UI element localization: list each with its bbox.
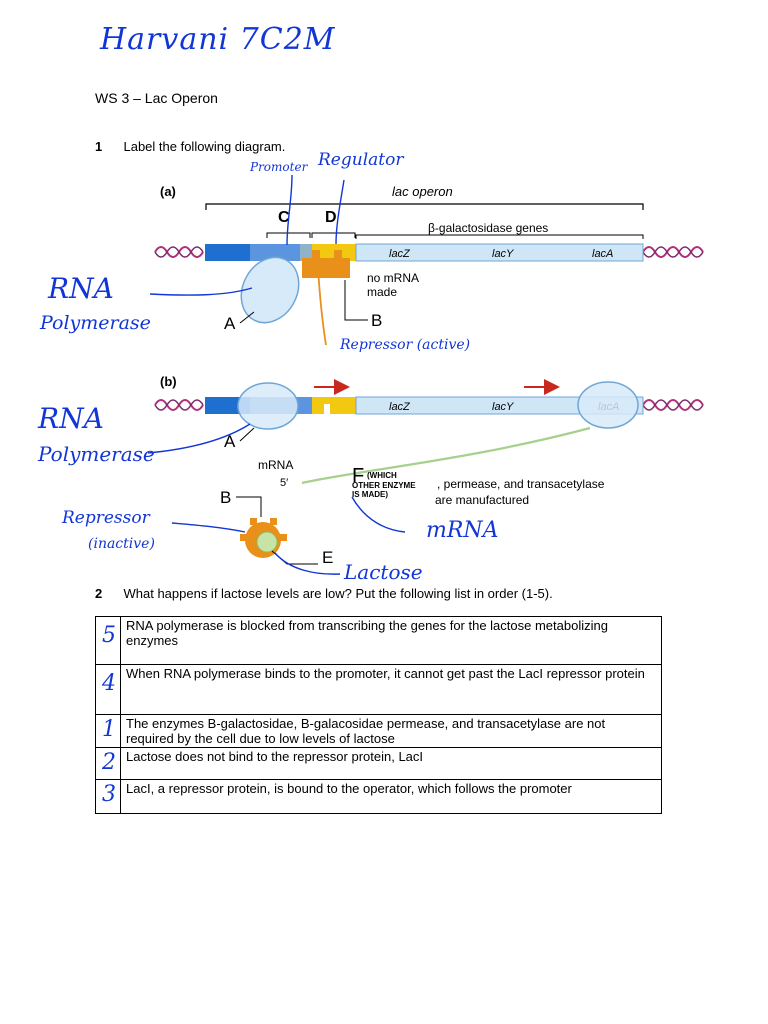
regulator-pointer-line [335, 179, 345, 245]
lacA-label-a: lacA [592, 248, 613, 260]
label-c: C [278, 209, 290, 226]
handwritten-rna-pol-b-line2: Polymerase [38, 442, 155, 466]
handwritten-mrna: mRNA [426, 518, 499, 543]
student-name: Harvani 7C2M [100, 22, 336, 57]
rna-polymerase-b-end [577, 381, 639, 429]
question-2-text: What happens if lactose levels are low? … [123, 586, 553, 601]
no-mrna-line1: no mRNA [367, 271, 419, 285]
operator-region-b [312, 397, 356, 414]
mrna-strand [301, 426, 591, 485]
handwritten-repressor-inactive-line2: (inactive) [88, 536, 155, 552]
order-cell[interactable]: 2 [95, 747, 121, 780]
table-row: 1 The enzymes B-galactosidae, B-galacosi… [95, 714, 662, 748]
rna-polymerase-b-start [237, 382, 299, 430]
lac-operon-bracket [205, 203, 644, 210]
repressor-inactive-pointer-line [171, 522, 246, 533]
rna-polymerase-a [240, 256, 300, 324]
label-b-panel-a: B [371, 311, 382, 330]
handwritten-repressor-inactive-line1: Repressor [62, 508, 150, 528]
order-number: 3 [102, 782, 116, 807]
handwritten-promoter: Promoter [250, 160, 308, 174]
order-number: 1 [102, 717, 116, 742]
label-b-panel-b: B [220, 488, 231, 507]
label-d: D [325, 209, 337, 226]
manufactured-line2: are manufactured [435, 493, 529, 507]
order-cell[interactable]: 1 [95, 714, 121, 748]
promoter-pointer-line [286, 174, 293, 246]
lacY-label-b: lacY [492, 401, 514, 413]
lacY-label-a: lacY [492, 248, 514, 260]
panel-a-label: (a) [160, 184, 176, 199]
dna-helix-right-a [642, 246, 704, 258]
statement-cell: The enzymes B-galactosidae, B-galacosida… [120, 714, 662, 748]
mrna-pointer-line [351, 496, 406, 533]
label-f: F [352, 465, 364, 487]
table-row: 2 Lactose does not bind to the repressor… [95, 747, 662, 780]
lacZ-label-b: lacZ [389, 401, 411, 413]
statement-cell: LacI, a repressor protein, is bound to t… [120, 779, 662, 814]
handwritten-rna-pol-b-line1: RNA [38, 402, 104, 435]
operator-bracket [311, 232, 356, 238]
order-cell[interactable]: 5 [95, 616, 121, 665]
order-number: 2 [102, 750, 116, 775]
f-note-line1: (WHICH [367, 471, 397, 480]
mrna-label: mRNA [258, 458, 293, 472]
ordering-table: 5 RNA polymerase is blocked from transcr… [95, 616, 662, 814]
genes-region-a [355, 243, 644, 262]
genes-region-b [355, 396, 644, 415]
rna-pol-a-pointer-line [149, 287, 253, 296]
handwritten-rna-pol-a-line1: RNA [48, 272, 114, 305]
statement-cell: Lactose does not bind to the repressor p… [120, 747, 662, 780]
question-2: 2 What happens if lactose levels are low… [95, 586, 553, 601]
label-e: E [322, 548, 333, 567]
label-a-panel-a: A [224, 314, 236, 333]
question-2-number: 2 [95, 586, 103, 601]
genes-bracket [355, 234, 644, 239]
f-note-line3: IS MADE) [352, 490, 388, 499]
label-a-panel-b: A [224, 432, 236, 451]
statement-cell: When RNA polymerase binds to the promote… [120, 664, 662, 715]
question-1: 1 Label the following diagram. [95, 139, 285, 154]
handwritten-rna-pol-a-line2: Polymerase [40, 312, 151, 334]
f-note-line2: OTHER ENZYME [352, 481, 416, 490]
no-mrna-line2: made [367, 285, 397, 299]
handwritten-regulator: Regulator [318, 150, 404, 170]
lactose-pointer-line [274, 552, 341, 575]
regulatory-region-a [205, 244, 250, 261]
active-repressor-shape [302, 250, 350, 278]
question-1-text: Label the following diagram. [123, 139, 286, 154]
worksheet-title: WS 3 – Lac Operon [95, 90, 218, 106]
beta-gal-genes-label: β-galactosidase genes [428, 221, 548, 235]
dna-helix-right-b [642, 399, 704, 411]
rna-pol-b-pointer-line [147, 423, 251, 454]
table-row: 5 RNA polymerase is blocked from transcr… [95, 616, 662, 665]
lac-operon-label: lac operon [392, 184, 453, 199]
panel-b-label: (b) [160, 374, 177, 389]
repressor-active-pointer-line [317, 267, 327, 346]
manufactured-line1: , permease, and transacetylase [437, 477, 605, 491]
table-row: 4 When RNA polymerase binds to the promo… [95, 664, 662, 715]
lactose-molecule [256, 531, 278, 553]
promoter-region-a [250, 244, 300, 261]
question-1-number: 1 [95, 139, 103, 154]
order-number: 4 [102, 671, 116, 696]
statement-cell: RNA polymerase is blocked from transcrib… [120, 616, 662, 665]
lac-operon-diagram: (a) lac operon β-galactosidase genes lac… [147, 174, 704, 575]
five-prime-label: 5′ [280, 477, 288, 489]
order-number: 5 [102, 623, 116, 648]
lacZ-label-a: lacZ [389, 248, 411, 260]
promoter-bracket [266, 232, 311, 238]
handwritten-lactose: Lactose [344, 560, 423, 584]
handwritten-repressor-active: Repressor (active) [340, 337, 471, 353]
order-cell[interactable]: 3 [95, 779, 121, 814]
order-cell[interactable]: 4 [95, 664, 121, 715]
table-row: 3 LacI, a repressor protein, is bound to… [95, 779, 662, 814]
